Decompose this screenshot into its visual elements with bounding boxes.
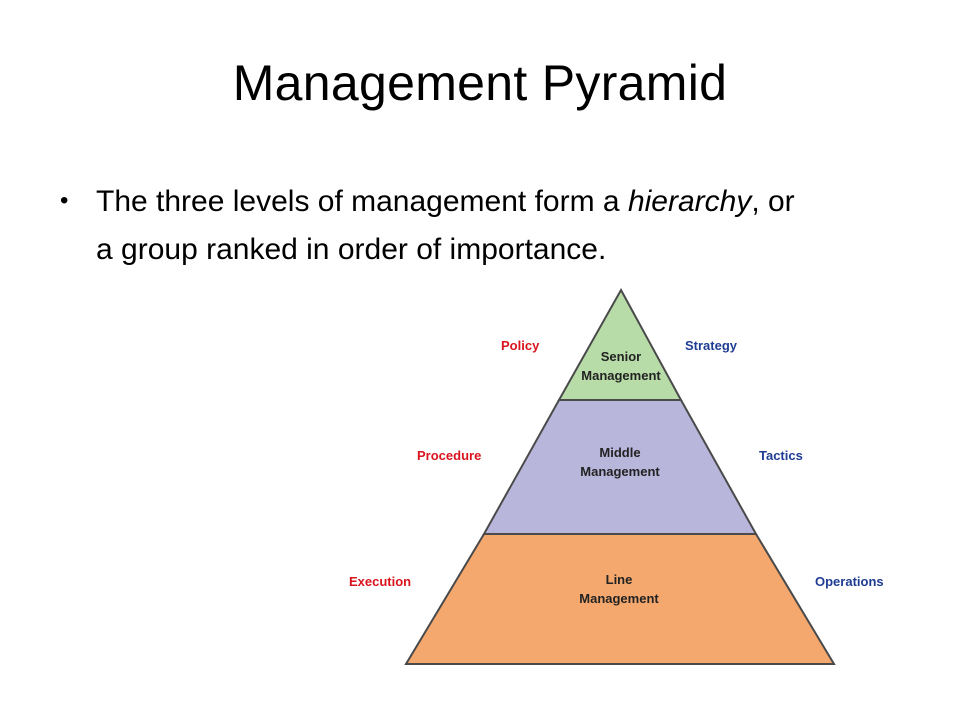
slide-title: Management Pyramid (232, 55, 728, 111)
bullet-list: • The three levels of management form a … (60, 178, 800, 274)
label-execution: Execution (349, 574, 411, 589)
label-policy: Policy (501, 338, 540, 353)
label-strategy: Strategy (685, 338, 738, 353)
pyramid-tier-senior (557, 287, 683, 401)
bullet-emphasis: hierarchy (627, 185, 752, 218)
tier-middle-line1: Middle (599, 445, 640, 460)
management-pyramid: Senior Management Middle Management Line… (349, 287, 884, 665)
pyramid-tier-line (404, 533, 836, 665)
tier-senior-line1: Senior (601, 349, 641, 364)
tier-senior-line2: Management (581, 368, 661, 383)
label-tactics: Tactics (759, 448, 803, 463)
tier-middle-line2: Management (580, 464, 660, 479)
label-procedure: Procedure (417, 448, 481, 463)
bullet-text-end: , or a group ranked in order of importan… (96, 185, 795, 266)
label-operations: Operations (815, 574, 884, 589)
bullet-icon: • (60, 187, 69, 214)
bullet-text: The three levels of management form a hi… (96, 178, 800, 274)
bullet-text-start: The three levels of management form a (96, 185, 628, 218)
tier-line-line1: Line (606, 572, 633, 587)
tier-line-line2: Management (579, 591, 659, 606)
